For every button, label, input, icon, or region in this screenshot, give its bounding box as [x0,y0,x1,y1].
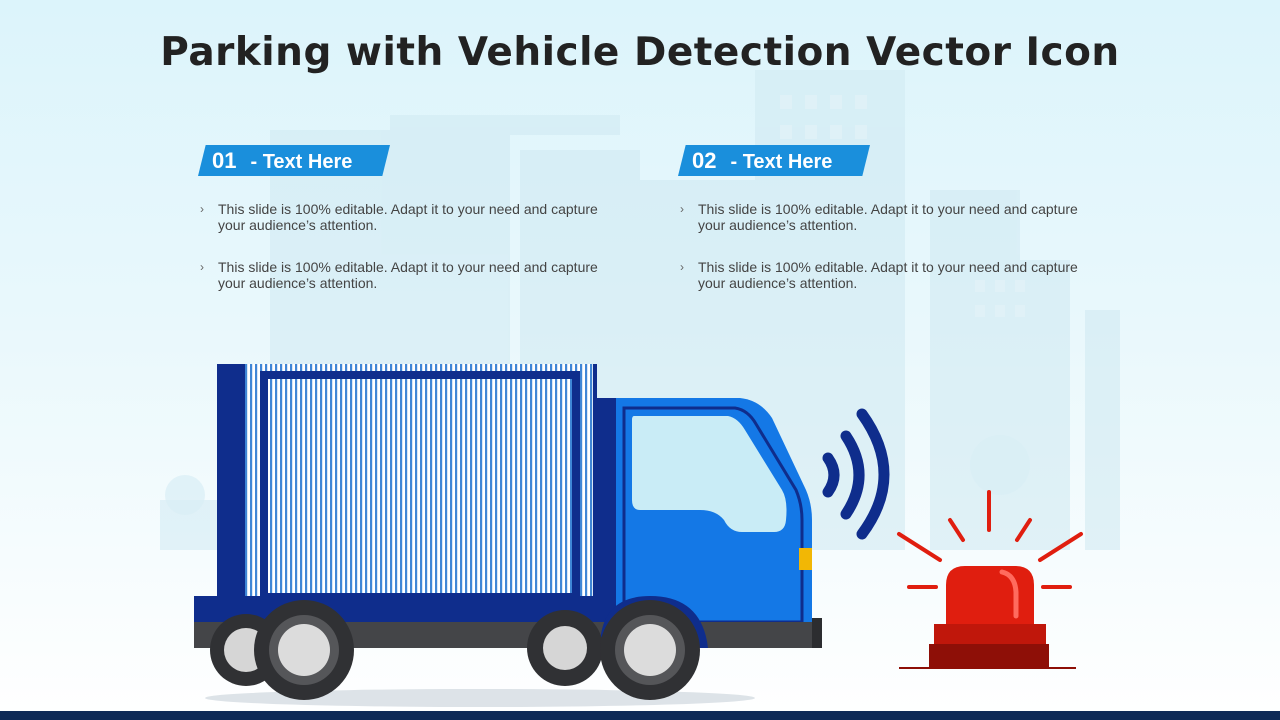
truck-shadow [205,689,755,707]
section-heading-label: - Text Here [730,151,833,173]
siren-light-icon [897,490,1083,669]
wireless-signal-icon [822,408,890,540]
section-heading-01: 01 - Text Here [198,145,390,176]
truck-icon [194,364,822,700]
bullet-text: This slide is 100% editable. Adapt it to… [218,201,598,233]
section-heading-label: - Text Here [250,151,353,173]
list-item: › This slide is 100% editable. Adapt it … [680,259,1098,291]
footer-bar [0,711,1280,720]
chevron-right-icon: › [680,202,684,216]
bullet-text: This slide is 100% editable. Adapt it to… [698,201,1078,233]
chevron-right-icon: › [200,260,204,274]
section-heading-02: 02 - Text Here [678,145,870,176]
section-number: 02 [692,148,717,173]
bullet-text: This slide is 100% editable. Adapt it to… [218,259,598,291]
list-item: › This slide is 100% editable. Adapt it … [200,259,618,291]
section-number: 01 [212,148,237,173]
bullet-text: This slide is 100% editable. Adapt it to… [698,259,1078,291]
list-item: › This slide is 100% editable. Adapt it … [680,201,1098,233]
chevron-right-icon: › [680,260,684,274]
chevron-right-icon: › [200,202,204,216]
page-title: Parking with Vehicle Detection Vector Ic… [160,30,1120,75]
list-item: › This slide is 100% editable. Adapt it … [200,201,618,233]
